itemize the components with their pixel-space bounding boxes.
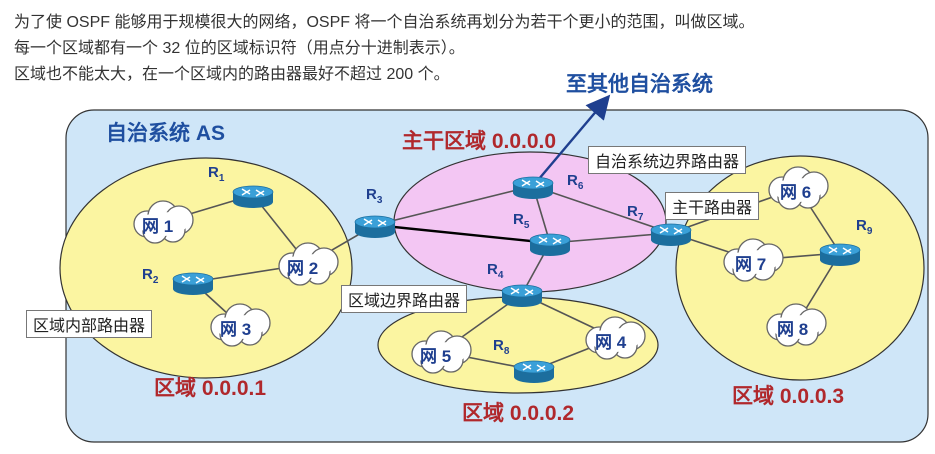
external-link-arrow [532, 94, 611, 187]
intro-line-1: 为了使 OSPF 能够用于规模很大的网络，OSPF 将一个自治系统再划分为若干个… [14, 14, 755, 31]
abr-callout: 区域边界路由器 [341, 285, 468, 313]
intro-line-3: 区域也不能太大，在一个区域内的路由器最好不超过 200 个。 [14, 66, 450, 83]
asbr-callout: 自治系统边界路由器 [588, 146, 747, 174]
router-r8-label: R8 [493, 337, 510, 357]
network-cloud-5 [411, 330, 472, 374]
network-7-label: 网 7 [735, 255, 767, 274]
router-r2-label: R2 [142, 266, 159, 286]
backbone-router-callout: 主干路由器 [665, 192, 760, 220]
network-6-label: 网 6 [780, 183, 812, 202]
router-r5-label: R5 [513, 211, 530, 231]
router-r3-icon [354, 215, 396, 238]
router-r4-label: R4 [487, 261, 504, 281]
router-r6-label: R6 [567, 172, 584, 192]
area-0003-title: 区域 0.0.0.3 [732, 385, 845, 408]
network-cloud-6 [768, 166, 829, 210]
network-3-label: 网 3 [220, 320, 252, 339]
router-r2-icon [172, 272, 214, 295]
router-r5-icon [529, 233, 571, 256]
network-cloud-4 [585, 316, 646, 360]
router-r1-icon [232, 185, 274, 208]
router-r4-icon [501, 284, 543, 307]
backbone-area-title: 主干区域 0.0.0.0 [402, 130, 557, 153]
network-8-label: 网 8 [777, 320, 809, 339]
internal-router-callout: 区域内部路由器 [26, 310, 153, 338]
network-cloud-2 [278, 242, 339, 286]
network-cloud-8 [766, 303, 827, 347]
intro-line-2: 每一个区域都有一个 32 位的区域标识符（用点分十进制表示）。 [14, 40, 465, 57]
network-1-label: 网 1 [142, 217, 174, 236]
router-r7-icon [650, 223, 692, 246]
router-r1-label: R1 [208, 164, 225, 184]
area-0001-title: 区域 0.0.0.1 [154, 377, 267, 400]
router-r9-icon [819, 243, 861, 266]
router-r7-label: R7 [627, 203, 644, 223]
router-r9-label: R9 [856, 217, 873, 237]
network-2-label: 网 2 [287, 259, 319, 278]
area-0002-title: 区域 0.0.0.2 [462, 402, 575, 425]
virtual-link-r3-r5 [374, 223, 551, 245]
network-4-label: 网 4 [595, 333, 627, 352]
link-r5-r7 [549, 232, 672, 244]
network-cloud-7 [723, 238, 784, 282]
router-r3-label: R3 [366, 186, 383, 206]
external-as-label: 至其他自治系统 [566, 73, 713, 96]
router-r8-icon [513, 360, 555, 383]
link-r6-r7 [532, 185, 672, 234]
network-cloud-3 [210, 303, 271, 347]
router-r6-icon [512, 176, 554, 199]
link-r3-r6 [374, 185, 534, 226]
network-cloud-1 [133, 200, 194, 244]
as-title: 自治系统 AS [106, 122, 226, 145]
network-5-label: 网 5 [420, 347, 452, 366]
